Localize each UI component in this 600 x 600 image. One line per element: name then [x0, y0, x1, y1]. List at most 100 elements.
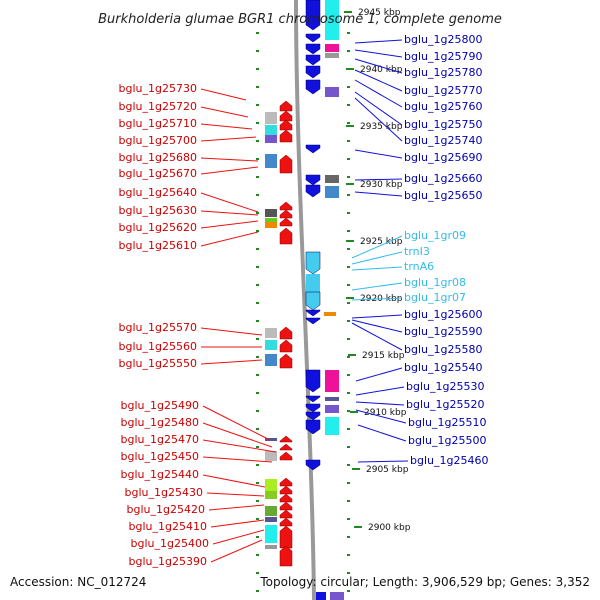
- gene-box[interactable]: [265, 491, 277, 499]
- reverse-gene-arrow[interactable]: [305, 411, 321, 421]
- gene-box[interactable]: [316, 592, 326, 600]
- reverse-gene-arrow[interactable]: [305, 33, 321, 43]
- forward-gene-arrow[interactable]: [279, 477, 293, 487]
- gene-box[interactable]: [265, 525, 277, 543]
- reverse-gene-arrow[interactable]: [305, 291, 321, 311]
- reverse-gene-arrow[interactable]: [305, 65, 321, 79]
- gene-label-right[interactable]: bglu_1g25790: [404, 50, 482, 63]
- forward-gene-arrow[interactable]: [279, 485, 293, 495]
- gene-box[interactable]: [265, 354, 277, 366]
- forward-gene-arrow[interactable]: [279, 110, 293, 122]
- forward-gene-arrow[interactable]: [279, 326, 293, 340]
- gene-box[interactable]: [325, 44, 339, 52]
- gene-box[interactable]: [265, 340, 277, 350]
- forward-gene-arrow[interactable]: [279, 217, 293, 227]
- gene-label-left[interactable]: bglu_1g25450: [121, 450, 199, 463]
- gene-label-right[interactable]: bglu_1g25780: [404, 66, 482, 79]
- gene-label-left[interactable]: bglu_1g25680: [119, 151, 197, 164]
- gene-box[interactable]: [330, 592, 344, 600]
- forward-gene-arrow[interactable]: [279, 451, 293, 461]
- forward-gene-arrow[interactable]: [279, 227, 293, 245]
- gene-label-left[interactable]: bglu_1g25630: [119, 204, 197, 217]
- gene-box[interactable]: [265, 125, 277, 135]
- gene-box[interactable]: [265, 218, 277, 222]
- gene-label-right[interactable]: bglu_1g25800: [404, 33, 482, 46]
- reverse-gene-arrow[interactable]: [305, 0, 321, 31]
- gene-box[interactable]: [324, 312, 336, 316]
- gene-label-right[interactable]: bglu_1g25590: [404, 325, 482, 338]
- rna-gene-label[interactable]: bglu_1gr07: [404, 291, 466, 304]
- gene-box[interactable]: [325, 370, 339, 392]
- gene-label-left[interactable]: bglu_1g25640: [119, 186, 197, 199]
- forward-gene-arrow[interactable]: [279, 100, 293, 112]
- gene-box[interactable]: [325, 417, 339, 435]
- gene-label-left[interactable]: bglu_1g25390: [129, 555, 207, 568]
- gene-label-left[interactable]: bglu_1g25490: [121, 399, 199, 412]
- gene-box[interactable]: [325, 0, 339, 40]
- gene-box[interactable]: [265, 154, 277, 168]
- gene-label-right[interactable]: bglu_1g25760: [404, 100, 482, 113]
- forward-gene-arrow[interactable]: [279, 493, 293, 503]
- gene-label-left[interactable]: bglu_1g25710: [119, 117, 197, 130]
- gene-box[interactable]: [265, 135, 277, 143]
- forward-gene-arrow[interactable]: [279, 501, 293, 511]
- gene-label-left[interactable]: bglu_1g25610: [119, 239, 197, 252]
- gene-label-left[interactable]: bglu_1g25620: [119, 221, 197, 234]
- forward-gene-arrow[interactable]: [279, 119, 293, 131]
- gene-box[interactable]: [265, 451, 277, 461]
- gene-label-left[interactable]: bglu_1g25720: [119, 100, 197, 113]
- forward-gene-arrow[interactable]: [279, 435, 293, 443]
- reverse-gene-arrow[interactable]: [305, 369, 321, 393]
- reverse-gene-arrow[interactable]: [305, 403, 321, 413]
- gene-box[interactable]: [265, 506, 277, 516]
- forward-gene-arrow[interactable]: [279, 443, 293, 451]
- forward-gene-arrow[interactable]: [279, 525, 293, 549]
- forward-gene-arrow[interactable]: [279, 339, 293, 353]
- gene-label-right[interactable]: bglu_1g25580: [404, 343, 482, 356]
- forward-gene-arrow[interactable]: [279, 209, 293, 219]
- gene-box[interactable]: [325, 87, 339, 97]
- gene-label-left[interactable]: bglu_1g25440: [121, 468, 199, 481]
- reverse-gene-arrow[interactable]: [305, 184, 321, 198]
- reverse-gene-arrow[interactable]: [305, 144, 321, 154]
- forward-gene-arrow[interactable]: [279, 545, 293, 567]
- gene-label-right[interactable]: bglu_1g25510: [408, 416, 486, 429]
- rna-gene-box[interactable]: [306, 274, 320, 292]
- gene-label-right[interactable]: bglu_1g25690: [404, 151, 482, 164]
- reverse-gene-arrow[interactable]: [305, 251, 321, 275]
- gene-box[interactable]: [325, 175, 339, 183]
- rna-gene-label[interactable]: bglu_1gr09: [404, 229, 466, 242]
- gene-label-left[interactable]: bglu_1g25670: [119, 167, 197, 180]
- forward-gene-arrow[interactable]: [279, 129, 293, 143]
- gene-label-left[interactable]: bglu_1g25430: [125, 486, 203, 499]
- rna-gene-label[interactable]: trnA6: [404, 260, 434, 273]
- gene-box[interactable]: [325, 186, 339, 198]
- gene-label-left[interactable]: bglu_1g25550: [119, 357, 197, 370]
- reverse-gene-arrow[interactable]: [305, 54, 321, 66]
- gene-label-right[interactable]: bglu_1g25460: [410, 454, 488, 467]
- gene-label-left[interactable]: bglu_1g25470: [121, 433, 199, 446]
- reverse-gene-arrow[interactable]: [305, 419, 321, 435]
- forward-gene-arrow[interactable]: [279, 509, 293, 519]
- gene-label-left[interactable]: bglu_1g25570: [119, 321, 197, 334]
- gene-label-right[interactable]: bglu_1g25520: [406, 398, 484, 411]
- gene-label-right[interactable]: bglu_1g25750: [404, 118, 482, 131]
- rna-gene-label[interactable]: bglu_1gr08: [404, 276, 466, 289]
- gene-box[interactable]: [265, 209, 277, 217]
- rna-gene-label[interactable]: trnI3: [404, 245, 430, 258]
- reverse-gene-arrow[interactable]: [305, 79, 321, 95]
- reverse-gene-arrow[interactable]: [305, 309, 321, 317]
- gene-box[interactable]: [265, 112, 277, 124]
- gene-box[interactable]: [265, 545, 277, 549]
- gene-label-right[interactable]: bglu_1g25530: [406, 380, 484, 393]
- forward-gene-arrow[interactable]: [279, 353, 293, 369]
- forward-gene-arrow[interactable]: [279, 201, 293, 211]
- gene-box[interactable]: [325, 53, 339, 58]
- gene-label-left[interactable]: bglu_1g25400: [131, 537, 209, 550]
- gene-box[interactable]: [265, 438, 277, 441]
- gene-label-right[interactable]: bglu_1g25740: [404, 134, 482, 147]
- reverse-gene-arrow[interactable]: [305, 459, 321, 471]
- gene-label-left[interactable]: bglu_1g25560: [119, 340, 197, 353]
- forward-gene-arrow[interactable]: [279, 517, 293, 527]
- gene-label-right[interactable]: bglu_1g25660: [404, 172, 482, 185]
